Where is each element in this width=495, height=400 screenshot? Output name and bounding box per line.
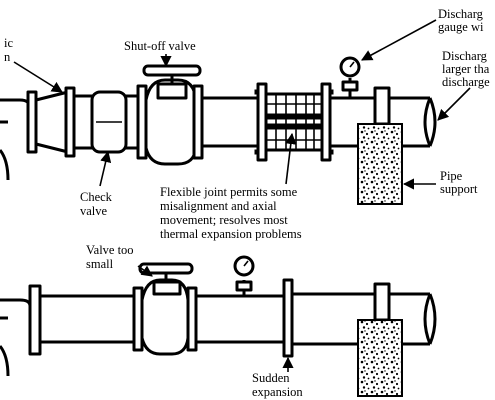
- top-elbow-pipe: [0, 90, 38, 181]
- label-discharge-gauge-l2: gauge wi: [438, 20, 484, 34]
- label-valve-too-small-l2: small: [86, 257, 114, 271]
- label-valve-too-small-l1: Valve too: [86, 243, 134, 257]
- label-check-valve-l2: valve: [80, 204, 108, 218]
- arrow-valve-too-small: [137, 265, 153, 277]
- bottom-pipe-segment-1: [40, 286, 144, 352]
- shutoff-valve: [142, 64, 204, 166]
- arrow-check-valve: [99, 150, 112, 187]
- top-pipe-segment-1: [202, 96, 258, 148]
- arrow-flexible-joint: [285, 132, 297, 185]
- label-pipe-support-l1: Pipe: [440, 169, 463, 183]
- arrow-discharge-gauge: [361, 19, 437, 61]
- leader-arrows: [13, 19, 471, 372]
- bottom-discharge-pipe: [292, 292, 437, 346]
- labels: ic n Shut-off valve Check valve Discharg…: [4, 7, 490, 399]
- label-flexible-joint-l4: thermal expansion problems: [160, 227, 302, 241]
- label-check-valve-l1: Check: [80, 190, 113, 204]
- label-sudden-expansion-l1: Sudden: [252, 371, 290, 385]
- label-elastic-l1: ic: [4, 36, 13, 50]
- top-assembly: [0, 56, 437, 205]
- check-valve: [72, 84, 148, 160]
- top-reducer: [34, 86, 76, 158]
- label-elastic-l2: n: [4, 50, 11, 64]
- arrow-elastic: [13, 61, 63, 93]
- label-sudden-expansion-l2: expansion: [252, 385, 303, 399]
- label-shutoff-valve: Shut-off valve: [124, 39, 196, 53]
- pipe-support-bottom: [357, 282, 403, 397]
- label-pipe-support-l2: support: [440, 182, 478, 196]
- label-flexible-joint-l3: movement; resolves most: [160, 213, 288, 227]
- bottom-elbow-pipe: [0, 284, 42, 377]
- bottom-assembly: [0, 255, 437, 397]
- flexible-joint: [254, 82, 334, 162]
- label-discharge-gauge-l1: Discharg: [438, 7, 484, 21]
- label-flexible-joint-l2: misalignment and axial: [160, 199, 277, 213]
- label-discharge-larger-l3: discharge: [442, 75, 490, 89]
- small-valve: [138, 262, 198, 356]
- pipe-support-top: [357, 86, 403, 205]
- arrow-discharge-larger: [437, 87, 471, 121]
- label-discharge-larger-l1: Discharg: [442, 49, 488, 63]
- bottom-pipe-segment-2: [196, 278, 294, 358]
- pressure-gauge-top: [339, 56, 361, 98]
- label-discharge-larger-l2: larger tha: [442, 62, 490, 76]
- pressure-gauge-bottom: [233, 255, 255, 296]
- label-flexible-joint-l1: Flexible joint permits some: [160, 185, 298, 199]
